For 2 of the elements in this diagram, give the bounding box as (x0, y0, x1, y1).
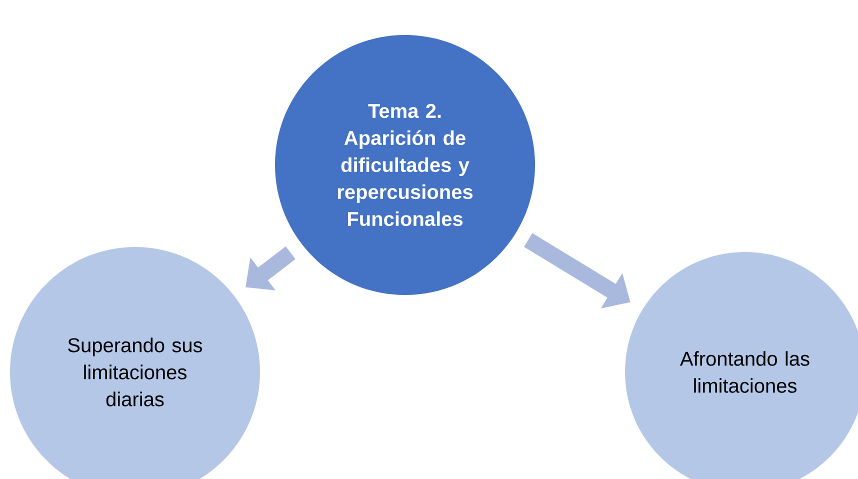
circle-node: Tema 2. Aparición de dificultades y repercusiones Funcionales (275, 35, 535, 295)
block-arrow (246, 246, 296, 290)
